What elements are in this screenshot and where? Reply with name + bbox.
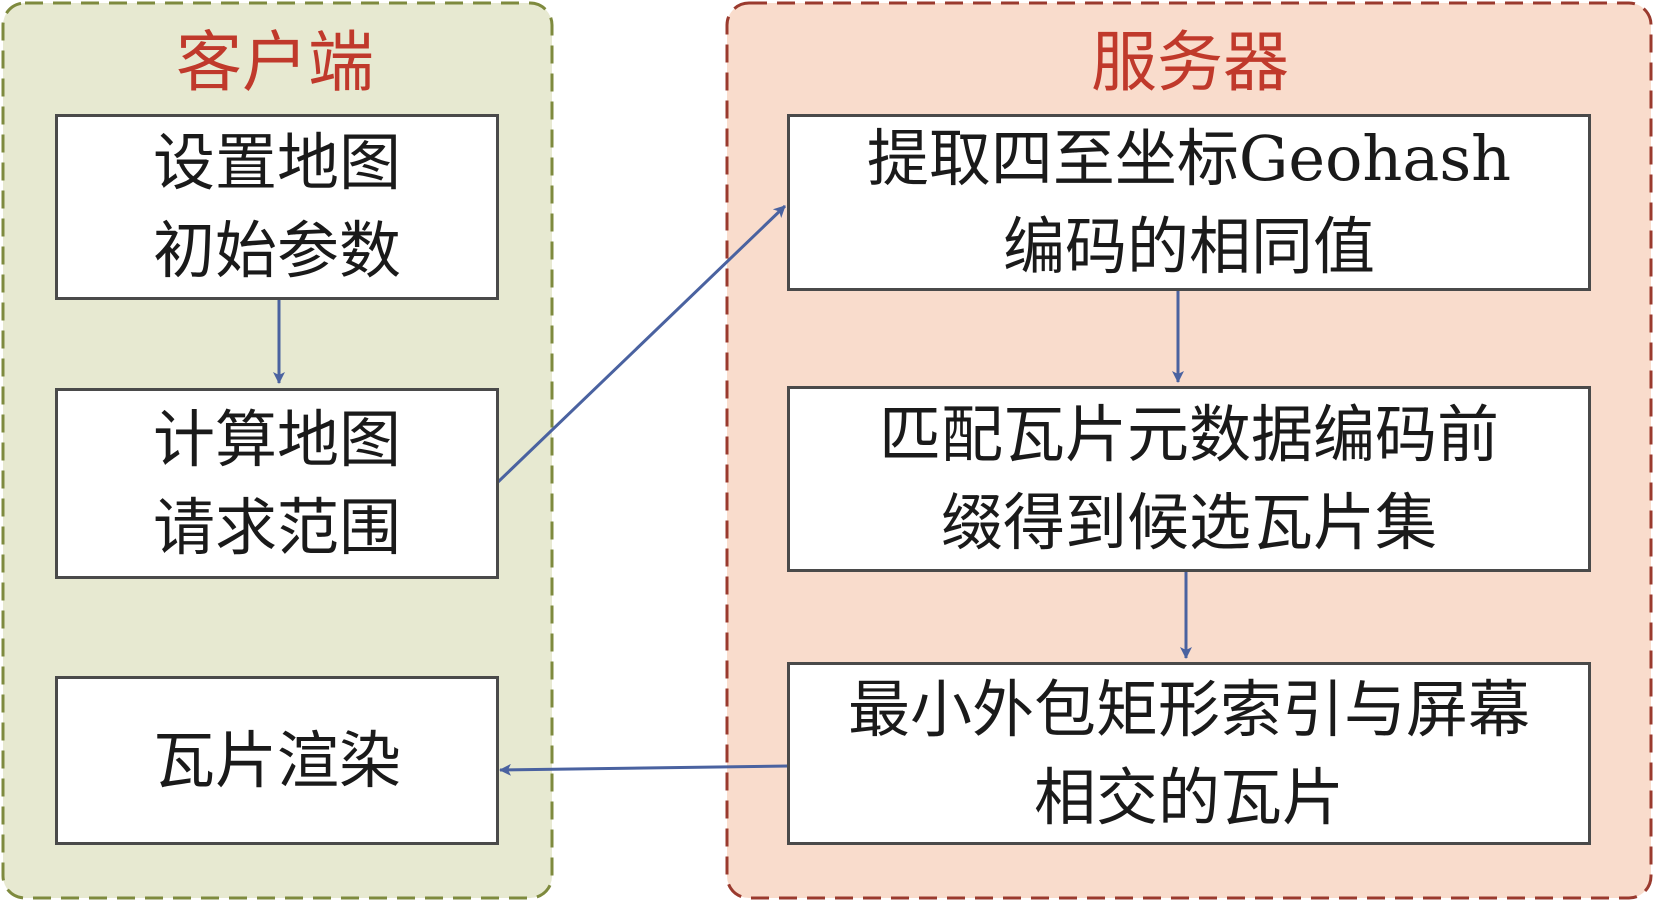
node-extract: 提取四至坐标Geohash 编码的相同值 xyxy=(787,114,1591,291)
server-group-label: 服务器 xyxy=(1091,24,1289,101)
edge-calc-range-to-extract xyxy=(496,204,787,484)
node-match-text: 匹配瓦片元数据编码前 缀得到候选瓦片集 xyxy=(878,398,1499,559)
node-extract-text: 提取四至坐标Geohash 编码的相同值 xyxy=(866,121,1512,283)
node-intersect: 最小外包矩形索引与屏幕 相交的瓦片 xyxy=(787,662,1591,845)
node-render-text: 瓦片渲染 xyxy=(152,723,401,797)
node-calc-range: 计算地图 请求范围 xyxy=(55,388,499,579)
edge-intersect-to-render xyxy=(499,763,789,776)
node-intersect-text: 最小外包矩形索引与屏幕 相交的瓦片 xyxy=(847,672,1530,834)
client-group-label: 客户端 xyxy=(176,24,374,101)
node-render: 瓦片渲染 xyxy=(55,676,499,845)
node-set-params-text: 设置地图 初始参数 xyxy=(152,126,401,287)
node-match: 匹配瓦片元数据编码前 缀得到候选瓦片集 xyxy=(787,386,1591,572)
node-set-params: 设置地图 初始参数 xyxy=(55,114,499,300)
node-calc-range-text: 计算地图 请求范围 xyxy=(152,402,401,564)
